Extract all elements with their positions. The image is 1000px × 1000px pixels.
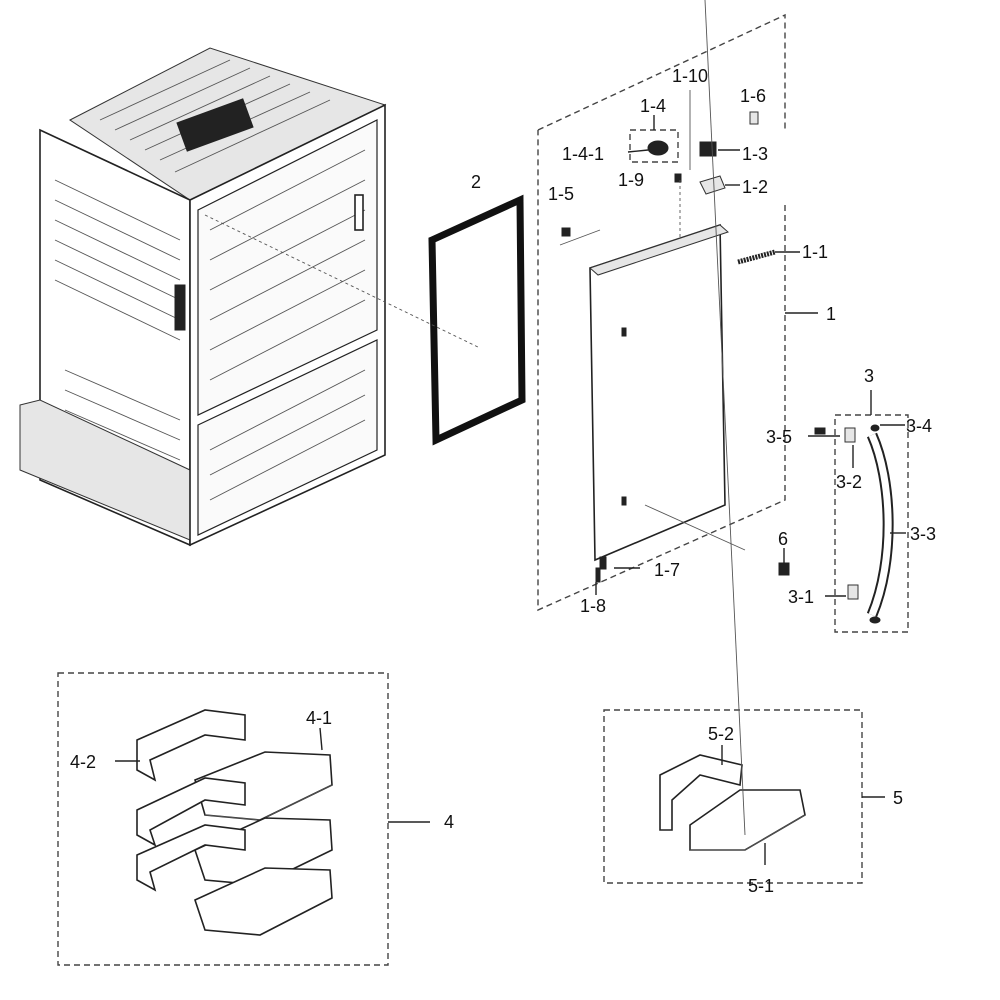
callout-labels: 1-10 1-6 1-4 1-4-1 1-3 1-9 1-2 1-5 1-1 1… xyxy=(70,66,936,896)
part-1-3-shape xyxy=(699,141,717,157)
label-5-1: 5-1 xyxy=(748,876,774,896)
side-latch xyxy=(174,284,186,331)
label-3-4: 3-4 xyxy=(906,416,932,436)
label-1-10: 1-10 xyxy=(672,66,708,86)
label-1-5: 1-5 xyxy=(548,184,574,204)
label-5: 5 xyxy=(893,788,903,808)
part-1-7-shape xyxy=(599,556,607,570)
label-3-5: 3-5 xyxy=(766,427,792,447)
label-3-3: 3-3 xyxy=(910,524,936,544)
label-5-2: 5-2 xyxy=(708,724,734,744)
label-1: 1 xyxy=(826,304,836,324)
label-6: 6 xyxy=(778,529,788,549)
label-1-3: 1-3 xyxy=(742,144,768,164)
handle-assembly-box xyxy=(834,414,909,633)
part-6-shape xyxy=(778,562,790,576)
part-4-box xyxy=(57,672,389,966)
label-4-1: 4-1 xyxy=(306,708,332,728)
door-bins-5 xyxy=(659,0,806,851)
label-1-7: 1-7 xyxy=(654,560,680,580)
refrigerator-door xyxy=(559,223,746,562)
door-gasket xyxy=(204,194,526,446)
freezer-compartment xyxy=(197,339,378,536)
label-1-4: 1-4 xyxy=(640,96,666,116)
fresh-food-compartment xyxy=(197,119,378,416)
part-1-5-shape xyxy=(561,227,571,237)
label-3-1: 3-1 xyxy=(788,587,814,607)
part-1-8-shape xyxy=(595,567,601,583)
label-1-8: 1-8 xyxy=(580,596,606,616)
refrigerator-cabinet xyxy=(19,47,387,547)
part-1-1-shape xyxy=(737,249,776,265)
part-1-6-shape xyxy=(749,111,759,125)
door-assembly-outline-top xyxy=(537,13,786,131)
label-1-6: 1-6 xyxy=(740,86,766,106)
label-4-2: 4-2 xyxy=(70,752,96,772)
part-1-9-shape xyxy=(674,173,682,183)
label-1-4-1: 1-4-1 xyxy=(562,144,604,164)
label-3: 3 xyxy=(864,366,874,386)
frame-hinge-bracket xyxy=(354,194,364,231)
part-1-4-1-shape xyxy=(647,140,669,156)
part-1-2-shape xyxy=(699,175,726,195)
door-handle xyxy=(814,424,894,624)
door-bins-4 xyxy=(136,709,333,936)
label-1-2: 1-2 xyxy=(742,177,768,197)
label-1-1: 1-1 xyxy=(802,242,828,262)
label-2: 2 xyxy=(471,172,481,192)
label-4: 4 xyxy=(444,812,454,832)
label-3-2: 3-2 xyxy=(836,472,862,492)
door-assembly-outline xyxy=(537,130,786,612)
control-panel-block xyxy=(176,98,254,152)
label-1-9: 1-9 xyxy=(618,170,644,190)
